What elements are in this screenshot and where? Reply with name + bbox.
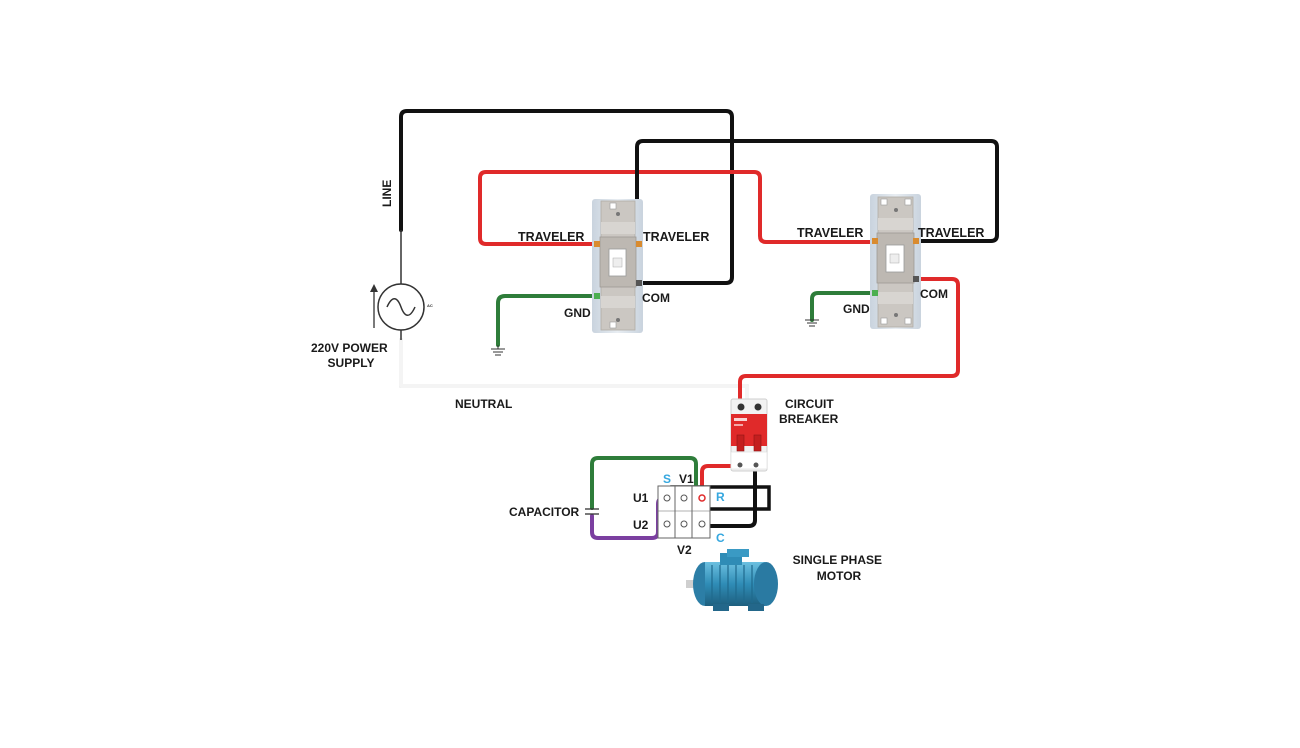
motor-terminal-block [657,485,711,539]
switch2-traveler-right-label: TRAVELER [918,226,984,240]
capacitor-symbol [585,508,599,515]
three-way-switch-1 [592,199,643,333]
capacitor-wire-purple [590,496,670,540]
switch1-gnd-label: GND [564,306,591,320]
breaker-output-black [702,464,757,528]
power-supply-label-line1: 220V POWER [311,341,388,355]
switch1-com-label: COM [642,291,670,305]
switched-wire-red [738,277,960,408]
switch1-traveler-left-label: TRAVELER [518,230,584,244]
ac-power-supply: AC [370,230,433,340]
terminal-u1-label: U1 [633,491,649,505]
circuit-breaker [730,398,768,472]
terminal-c-label: C [716,531,725,545]
ground-symbol-2 [805,319,819,327]
ground-wire-2 [810,291,879,322]
ground-terminal [872,290,878,296]
motor-label-line1: SINGLE PHASE [793,553,882,567]
single-phase-motor-image [686,549,778,611]
traveler-wire-red [478,170,875,246]
traveler-terminal-brass [872,238,878,244]
line-wire [399,109,734,285]
three-way-switch-2 [870,194,921,329]
ac-label: AC [427,303,433,308]
terminal-v2-label: V2 [677,543,692,557]
traveler-terminal-brass [636,241,642,247]
terminal-s-label: S [663,472,671,486]
line-label: LINE [380,180,394,207]
circuit-breaker-label-line1: CIRCUIT [785,397,834,411]
motor-label-line2: MOTOR [817,569,862,583]
neutral-label: NEUTRAL [455,397,512,411]
power-supply-label-line2: SUPPLY [328,356,375,370]
capacitor-label: CAPACITOR [509,505,580,519]
ground-symbol-1 [491,345,505,356]
switch2-com-label: COM [920,287,948,301]
ground-terminal [594,293,600,299]
terminal-u2-label: U2 [633,518,649,532]
terminal-r-label: R [716,490,725,504]
circuit-breaker-label: CIRCUIT BREAKER [779,397,839,426]
switch2-gnd-label: GND [843,302,870,316]
breaker-output-red [700,464,741,500]
capacitor-wire-green [590,456,698,510]
motor-label: SINGLE PHASE MOTOR [793,553,886,583]
traveler-terminal-brass [594,241,600,247]
traveler-terminal-brass [913,238,919,244]
power-supply-label: 220V POWER SUPPLY [311,341,391,370]
ground-wire-1 [496,294,599,347]
circuit-breaker-label-line2: BREAKER [779,412,839,426]
switch1-traveler-right-label: TRAVELER [643,230,709,244]
com-terminal [913,276,919,282]
traveler-wire-black [635,139,999,246]
terminal-v1-label: V1 [679,472,694,486]
com-terminal [636,280,642,286]
neutral-wire [399,338,749,408]
switch2-traveler-left-label: TRAVELER [797,226,863,240]
